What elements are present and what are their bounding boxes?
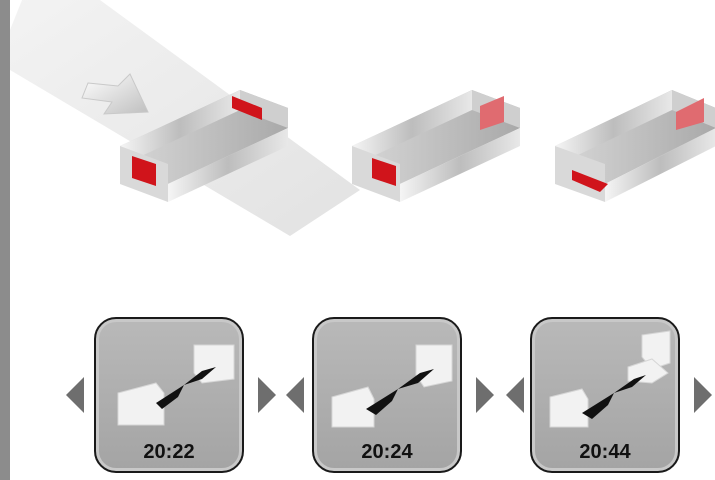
box-stage-2 [352, 90, 520, 202]
preset-card-2[interactable]: 20:24 [312, 317, 462, 473]
triangle-left-icon [286, 377, 304, 413]
triangle-right-icon [476, 377, 494, 413]
crossover-connection-icon [117, 344, 235, 426]
triangle-left-icon [66, 377, 84, 413]
preset-3-next-arrow[interactable] [694, 377, 712, 413]
crossover-connection-icon [549, 330, 671, 428]
red-corner-marker [676, 98, 704, 130]
stacking-illustration [10, 0, 715, 236]
red-corner-marker [132, 156, 156, 186]
triangle-right-icon [258, 377, 276, 413]
red-corner-marker [232, 96, 262, 120]
preset-1-prev-arrow[interactable] [66, 377, 84, 413]
preset-2-next-arrow[interactable] [476, 377, 494, 413]
preset-time-label: 20:22 [143, 441, 195, 463]
triangle-left-icon [506, 377, 524, 413]
red-corner-marker [572, 170, 608, 192]
preset-card-3[interactable]: 20:44 [530, 317, 680, 473]
triangle-right-icon [694, 377, 712, 413]
feed-direction-arrow [81, 73, 149, 115]
crossover-connection-icon [331, 344, 453, 428]
preset-2-prev-arrow[interactable] [286, 377, 304, 413]
red-corner-marker [480, 96, 504, 130]
preset-time-label: 20:44 [579, 441, 631, 463]
preset-3-prev-arrow[interactable] [506, 377, 524, 413]
box-stage-3 [555, 90, 715, 202]
preset-time-label: 20:24 [361, 441, 413, 463]
preset-card-1[interactable]: 20:22 [94, 317, 244, 473]
left-edge-bar [0, 0, 10, 480]
box-stage-1 [120, 90, 288, 202]
preset-1-next-arrow[interactable] [258, 377, 276, 413]
red-corner-marker [372, 158, 396, 186]
